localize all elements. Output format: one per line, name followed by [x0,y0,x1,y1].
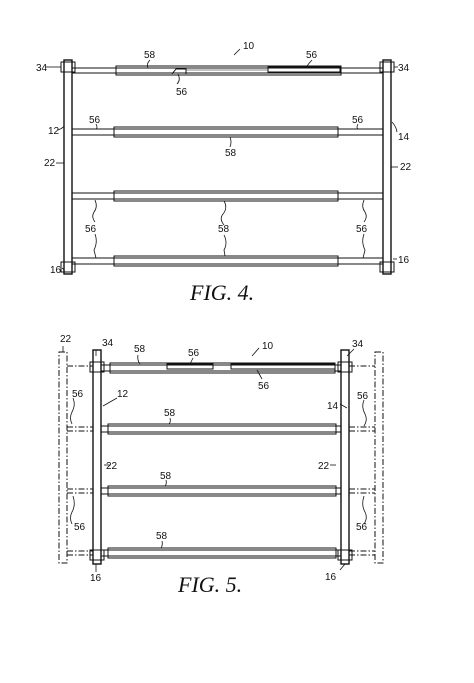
fig4-ref-16-right: 16 [398,255,410,266]
fig4-ref-58-low: 58 [218,224,230,235]
fig5-right-post [340,349,350,565]
fig4-ref-16-left: 16 [50,265,62,276]
fig4-caption: FIG. 4. [189,280,254,305]
fig5-ref-22-right: 22 [318,461,330,472]
fig5-ref-22-left: 22 [106,461,118,472]
fig4-left-top-cap [60,61,76,73]
fig4-rail-bottom [72,255,383,267]
fig5-ref-14: 14 [327,401,339,412]
fig5-left-top-cap [89,361,105,373]
fig5-ref-16-right: 16 [325,572,337,583]
fig4-rail-3 [72,190,383,202]
fig5-ref-58-bottom: 58 [156,531,168,542]
fig5-ref-56-lock: 56 [258,381,270,392]
fig4-right-bottom-cap [379,261,395,273]
fig5-ref-56-top: 56 [188,348,200,359]
fig5-ref-12: 12 [117,389,129,400]
fig5-ref-22-top: 22 [60,334,72,345]
fig4-right-post [382,59,392,275]
fig5-right-top-cap [337,361,353,373]
fig4-drawing [46,48,398,275]
fig5-ref-58-mid: 58 [164,408,176,419]
fig5-left-post [92,349,102,565]
fig5-ref-16-left: 16 [90,573,102,584]
fig4-ref-22-right: 22 [400,162,412,173]
fig4-rail-2 [72,126,383,138]
fig5-ref-56-low-left: 56 [74,522,86,533]
fig5-rail-top [67,362,375,374]
fig4-ref-58-mid: 58 [225,148,237,159]
fig5-ref-58-low: 58 [160,471,172,482]
fig4-left-post [63,59,73,275]
fig4-ref-14: 14 [398,132,410,143]
fig4-ref-58-top: 58 [144,50,156,61]
fig4-ref-56-right: 56 [352,115,364,126]
fig4-ref-22-left: 22 [44,158,56,169]
fig5-ref-10: 10 [262,341,274,352]
fig5-ref-34-right: 34 [352,339,364,350]
fig5-ref-58-top: 58 [134,344,146,355]
fig5-ref-56-right: 56 [357,391,369,402]
fig5-ref-34-left: 34 [102,338,114,349]
fig5-phantom-left-post [58,351,68,564]
fig5-rail-3 [67,485,375,497]
fig4-ref-56-low-right: 56 [356,224,368,235]
fig4-ref-56-lock: 56 [176,87,188,98]
fig5-ref-56-left: 56 [72,389,84,400]
fig5-leader-lines [62,346,367,572]
fig4-labels: 10 58 56 34 34 56 12 56 58 56 14 22 22 5… [36,41,412,276]
fig4-rail-top [72,65,383,76]
fig4-ref-34-right: 34 [398,63,410,74]
fig4-ref-56-left: 56 [89,115,101,126]
fig4-ref-10: 10 [243,41,255,52]
fig5-rail-2 [67,423,375,435]
fig5-phantom-right-post [374,351,384,564]
fig4-leader-lines [46,48,398,273]
fig4-ref-12: 12 [48,126,60,137]
fig4-ref-56-top: 56 [306,50,318,61]
fig4-right-top-cap [379,61,395,73]
fig5-rail-bottom [67,547,375,559]
fig4-left-bottom-cap [60,261,76,273]
fig5-caption: FIG. 5. [177,572,242,597]
fig4-ref-56-low-left: 56 [85,224,97,235]
fig5-ref-56-low-right: 56 [356,522,368,533]
fig5-labels: 22 34 58 56 10 34 56 12 56 14 56 58 22 2… [60,334,369,584]
fig4-ref-34-left: 34 [36,63,48,74]
fig5-drawing [58,346,384,572]
